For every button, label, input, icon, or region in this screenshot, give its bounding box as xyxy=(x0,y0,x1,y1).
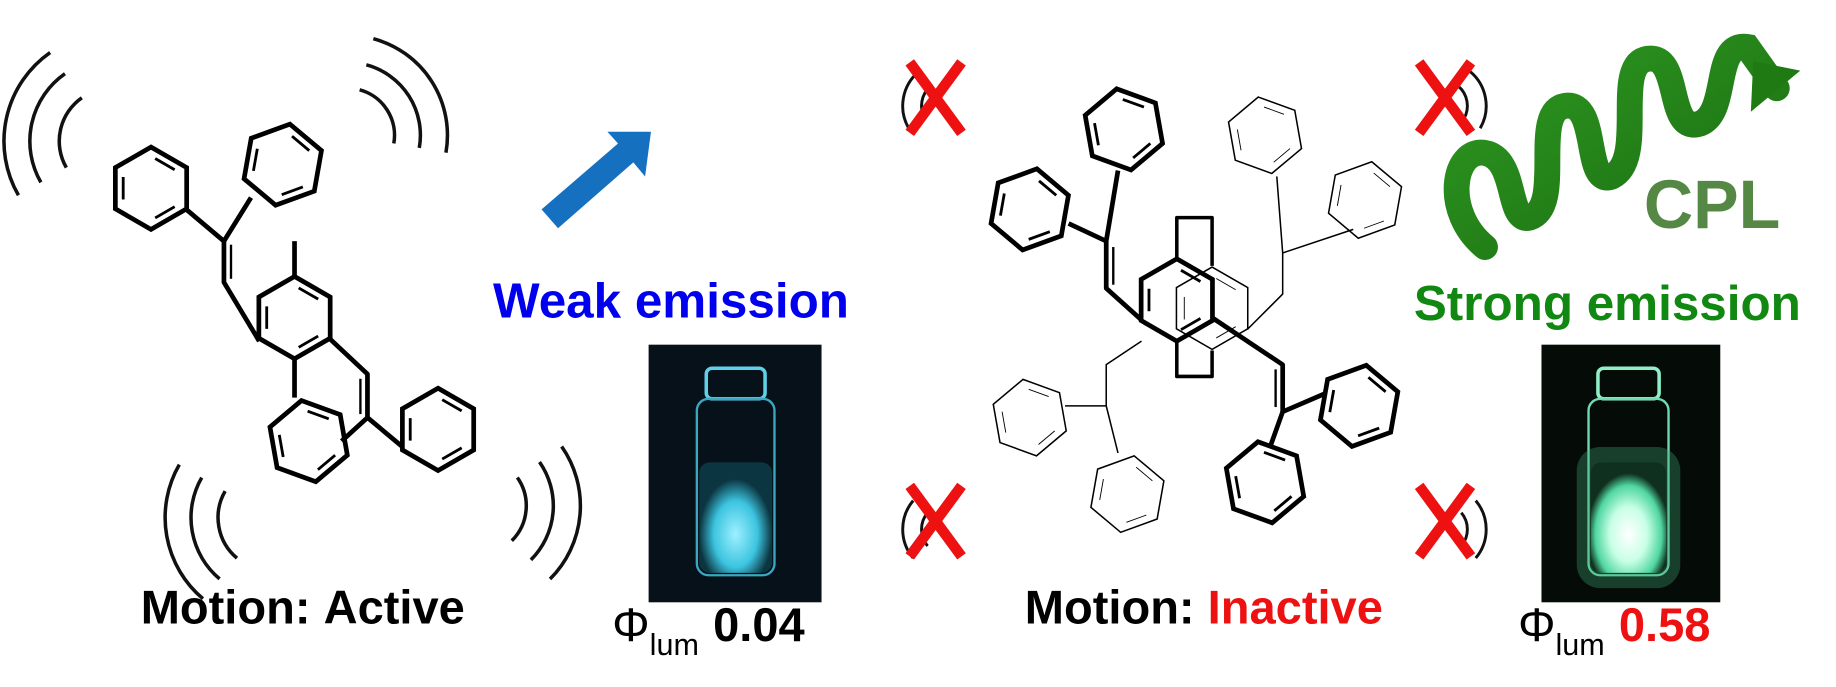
cpl-helix-icon xyxy=(1443,34,1801,260)
wave-arc xyxy=(28,72,66,184)
motion-inactive-label: Motion: Inactive xyxy=(1025,580,1383,633)
wave-arc xyxy=(57,96,83,169)
benzene-ring xyxy=(400,385,477,474)
wave-arc xyxy=(529,460,556,562)
blue-arrow-icon xyxy=(541,131,651,229)
motion-active-label: Motion: Active xyxy=(141,580,465,633)
wave-arc xyxy=(2,51,52,197)
benzene-ring xyxy=(1327,160,1403,240)
strong-emission-label: Strong emission xyxy=(1414,276,1801,331)
vial-photo-weak xyxy=(648,344,822,603)
wave-arc xyxy=(216,490,239,560)
wave-arc xyxy=(510,476,529,543)
weak-emission-label: Weak emission xyxy=(493,274,849,329)
benzene-ring xyxy=(988,166,1071,253)
molecule-tpe-active xyxy=(112,121,477,485)
red-cross-icon xyxy=(905,482,966,560)
wave-arc xyxy=(365,63,423,149)
wave-arc xyxy=(548,445,583,581)
benzene-ring xyxy=(992,378,1068,457)
wave-arc xyxy=(1457,84,1469,120)
benzene-ring xyxy=(1175,266,1249,351)
benzene-ring xyxy=(241,121,325,208)
cpl-label: CPL xyxy=(1644,167,1780,243)
wave-arc xyxy=(1474,499,1488,560)
red-cross-icon xyxy=(1414,482,1476,560)
molecule-cyclophane-inactive xyxy=(988,86,1403,534)
benzene-ring xyxy=(112,144,190,233)
benzene-ring xyxy=(1227,96,1303,175)
benzene-ring xyxy=(1082,86,1166,173)
benzene-ring xyxy=(1223,439,1307,526)
wave-arc xyxy=(1469,70,1488,129)
wave-arc xyxy=(359,88,397,144)
vial-photo-strong xyxy=(1541,344,1721,603)
benzene-ring xyxy=(1317,362,1401,450)
motion-blocked-crosses xyxy=(905,59,1476,560)
benzene-ring xyxy=(256,273,333,362)
benzene-ring xyxy=(1090,454,1165,534)
benzene-ring xyxy=(267,397,350,485)
red-cross-icon xyxy=(1414,59,1476,137)
wave-arc xyxy=(163,463,205,601)
wave-arc xyxy=(189,476,221,581)
red-cross-icon xyxy=(905,59,966,137)
wave-arc xyxy=(372,36,450,153)
